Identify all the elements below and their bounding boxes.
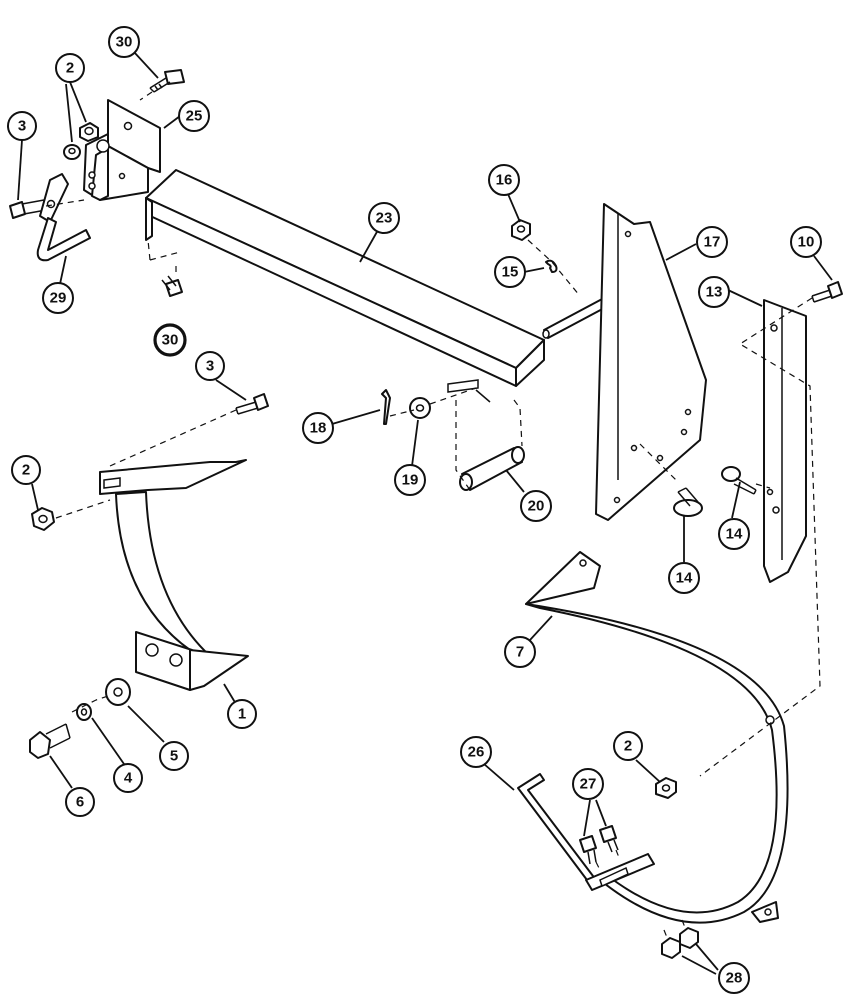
callout-30-top: 30 [108,26,140,58]
svg-text:20: 20 [528,498,545,515]
svg-text:6: 6 [76,794,84,811]
svg-text:19: 19 [402,472,419,489]
lockwasher-4 [76,703,92,721]
svg-text:5: 5 [170,748,178,765]
callout-2-left: 2 [11,455,41,485]
callout-14-right: 14 [718,518,750,550]
callout-5: 5 [159,741,189,771]
svg-text:1: 1 [238,706,246,723]
svg-text:7: 7 [516,644,524,661]
svg-text:13: 13 [706,284,723,301]
alignment-lines [45,91,821,941]
svg-text:16: 16 [496,172,513,189]
callout-28: 28 [718,962,750,994]
nut-16 [511,219,531,241]
svg-text:25: 25 [186,108,203,125]
svg-text:17: 17 [704,234,721,251]
callout-30-bold: 30 [153,323,187,357]
callout-13: 13 [698,276,730,308]
rod-pin [542,297,609,339]
svg-text:27: 27 [580,776,597,793]
bolt-6 [29,723,71,759]
clamp-plate [585,853,655,891]
bolt-27-left [579,835,597,865]
carriage-bolt-14-center [673,487,703,517]
callout-10: 10 [790,226,822,258]
svg-text:30: 30 [162,332,179,349]
svg-text:28: 28 [726,970,743,987]
svg-text:3: 3 [18,118,26,135]
callout-3-middle: 3 [195,351,225,381]
svg-text:29: 29 [50,290,67,307]
callout-17: 17 [696,226,728,258]
svg-text:14: 14 [676,570,693,587]
callout-29: 29 [42,282,74,314]
nut-2-left [31,507,55,531]
callout-3-left: 3 [7,111,37,141]
spacer-20 [459,446,525,491]
washer-5 [105,678,131,706]
cotter-pin-18 [381,389,391,425]
nut-28-right [679,927,699,949]
svg-text:2: 2 [22,462,30,479]
strap-1 [99,459,249,691]
bolt-30-top [149,69,185,93]
svg-text:15: 15 [502,264,519,281]
bolt-27-right [599,825,619,853]
callout-23: 23 [368,202,400,234]
callout-1: 1 [227,699,257,729]
bolt-30-under-bar [161,275,183,297]
strap-7 [525,551,789,924]
callout-20: 20 [520,490,552,522]
svg-text:2: 2 [66,60,74,77]
svg-text:26: 26 [468,744,485,761]
washer-2-lower [63,144,81,160]
callout-2-top: 2 [55,53,85,83]
callout-26: 26 [460,736,492,768]
callout-14-center: 14 [668,562,700,594]
callout-18: 18 [302,412,334,444]
handle-29 [36,173,91,262]
nut-2-bottom [655,777,677,799]
plate-17 [595,203,707,521]
callout-4: 4 [113,763,143,793]
nut-2-upper [79,122,99,142]
callout-7: 7 [504,636,536,668]
svg-text:30: 30 [116,34,133,51]
svg-text:2: 2 [624,738,632,755]
leader-lines [17,51,833,975]
svg-text:3: 3 [206,358,214,375]
nut-28-left [661,937,681,959]
svg-text:10: 10 [798,234,815,251]
callout-25: 25 [178,100,210,132]
svg-text:4: 4 [124,770,133,787]
svg-text:18: 18 [310,420,327,437]
callout-6: 6 [65,787,95,817]
svg-text:14: 14 [726,526,743,543]
callout-15: 15 [494,256,526,288]
washer-19 [409,397,431,419]
carriage-bolt-14-right [721,466,757,495]
support-bar-23 [145,169,545,403]
bracket-25 [83,99,161,201]
callout-19: 19 [394,464,426,496]
callout-16: 16 [488,164,520,196]
bolt-10 [811,281,843,303]
svg-text:23: 23 [376,210,393,227]
bolt-3-middle [235,393,269,415]
callout-27: 27 [572,768,604,800]
callout-2-bottom: 2 [613,731,643,761]
bracket-13 [763,299,807,583]
